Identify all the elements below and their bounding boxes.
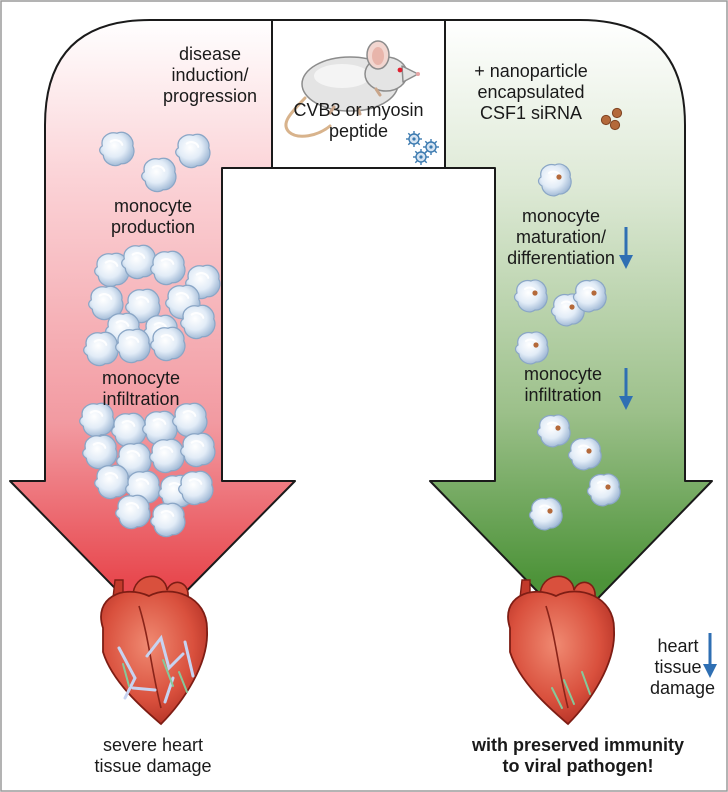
monocyte-cell — [179, 432, 217, 468]
nanoparticle-dot — [533, 342, 539, 348]
label-line: damage — [650, 678, 716, 698]
monocyte-cell — [550, 293, 586, 327]
monocyte-cell — [93, 464, 131, 500]
nanoparticle-dot — [547, 508, 553, 514]
label-line: encapsulated — [477, 82, 585, 102]
preserved-immunity-caption: with preserved immunity to viral pathoge… — [448, 735, 708, 777]
label-line: disease — [178, 44, 242, 64]
monocyte-cell — [114, 494, 152, 530]
monocyte-infiltration-right-label: monocyte infiltration — [508, 364, 618, 406]
monocyte-cell — [572, 279, 608, 313]
nanoparticle-dot — [555, 425, 561, 431]
label-line: + nanoparticle — [474, 61, 588, 81]
monocyte-production-label: monocyte production — [88, 196, 218, 238]
monocyte-cell — [149, 326, 187, 362]
monocyte-infiltration-left-label: monocyte infiltration — [76, 368, 206, 410]
monocyte-cell — [81, 434, 119, 470]
monocyte-cell — [149, 502, 187, 538]
label-line: CSF1 siRNA — [479, 103, 582, 123]
decrease-arrow-icon — [619, 368, 633, 410]
label-line: severe heart — [102, 735, 204, 755]
monocyte-cell — [567, 437, 603, 471]
label-line: tissue damage — [94, 756, 212, 776]
nanoparticle-dot — [591, 290, 597, 296]
nanoparticle-label: + nanoparticle encapsulated CSF1 siRNA — [452, 61, 610, 124]
disease-induction-label: disease induction/ progression — [150, 44, 270, 107]
severe-damage-caption: severe heart tissue damage — [73, 735, 233, 777]
monocyte-cell — [174, 133, 212, 169]
monocyte-cell — [114, 328, 152, 364]
label-line: monocyte — [523, 364, 603, 384]
monocyte-cell — [514, 331, 550, 365]
heart-preserved-icon — [507, 575, 615, 726]
monocyte-cell — [120, 244, 158, 280]
label-line: to viral pathogen! — [502, 756, 654, 776]
monocyte-cell — [179, 304, 217, 340]
monocyte-cell — [98, 131, 136, 167]
label-line: monocyte — [521, 206, 601, 226]
decrease-arrow-icon — [619, 227, 633, 269]
nanoparticle-dot — [569, 304, 575, 310]
label-line: maturation/ — [515, 227, 607, 247]
monocyte-cell — [149, 250, 187, 286]
mouse-label: CVB3 or myosin peptide — [272, 100, 445, 142]
decrease-arrow-icon — [703, 633, 717, 678]
label-line: induction/ — [171, 65, 249, 85]
nanoparticle-dot — [605, 484, 611, 490]
label-line: progression — [162, 86, 258, 106]
label-line: heart — [657, 636, 699, 656]
nanoparticle-dot — [556, 174, 562, 180]
label-line: production — [110, 217, 196, 237]
label-line: monocyte — [113, 196, 193, 216]
label-line: monocyte — [101, 368, 181, 388]
nanoparticle-dot — [586, 448, 592, 454]
right-monocyte-group — [513, 163, 622, 531]
nanoparticle-dot — [532, 290, 538, 296]
monocyte-cell — [528, 497, 564, 531]
label-line: infiltration — [102, 389, 180, 409]
monocyte-cell — [513, 279, 549, 313]
monocyte-cell — [82, 331, 120, 367]
monocyte-cell — [586, 473, 622, 507]
label-line: with preserved immunity — [471, 735, 685, 755]
label-line: differentiation — [507, 248, 615, 268]
monocyte-cell — [177, 470, 215, 506]
monocyte-cell — [140, 157, 178, 193]
mouse-icon — [284, 40, 420, 138]
label-line: peptide — [328, 121, 389, 141]
monocyte-cell — [110, 412, 148, 448]
label-line: infiltration — [524, 385, 602, 405]
label-line: CVB3 or myosin — [293, 100, 424, 120]
heart-tissue-damage-label: heart tissue damage — [650, 636, 716, 699]
heart-severe-damage-icon — [100, 575, 208, 726]
monocyte-cell — [148, 438, 186, 474]
label-line: tissue — [654, 657, 702, 677]
monocyte-cell — [537, 163, 573, 197]
nanoparticle-icon — [600, 107, 623, 131]
monocyte-maturation-label: monocyte maturation/ differentiation — [498, 206, 624, 269]
monocyte-cell — [536, 414, 572, 448]
